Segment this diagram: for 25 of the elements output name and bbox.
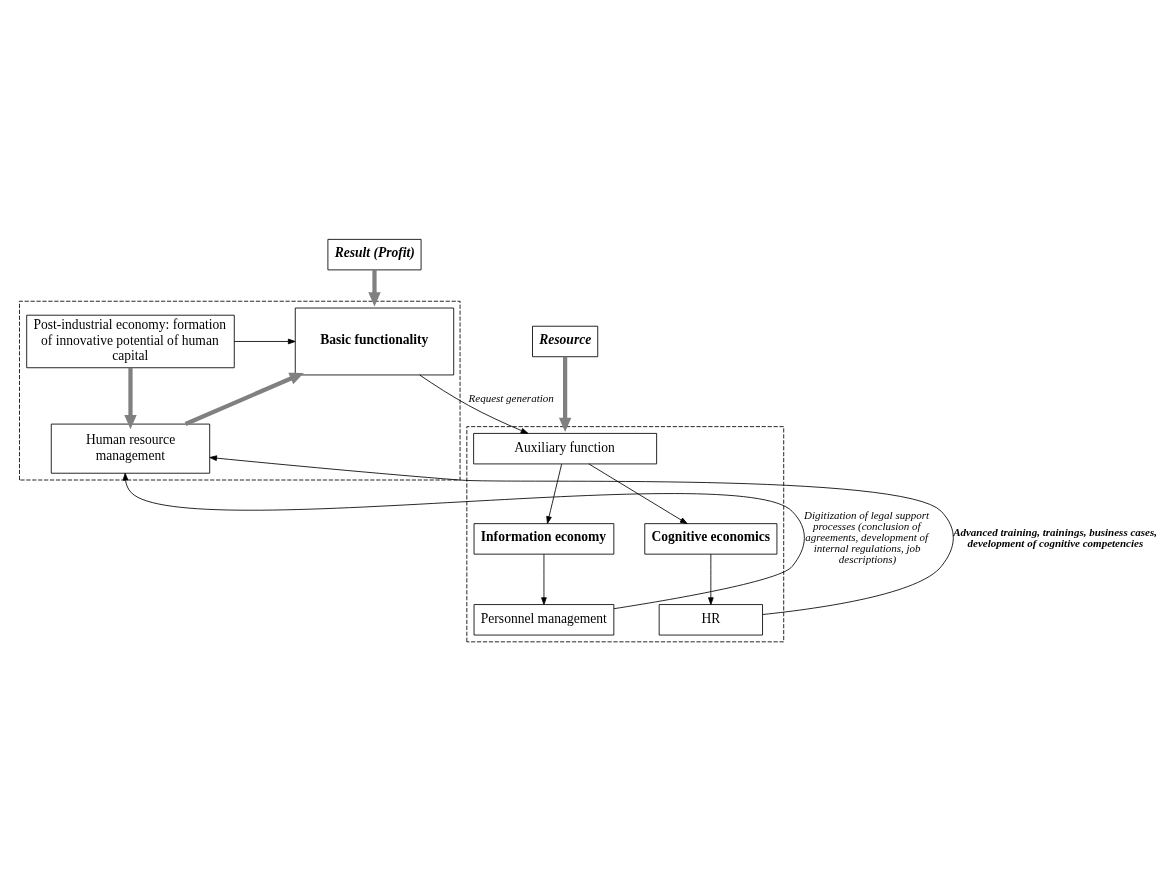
node-box: Basic functionality: [294, 307, 455, 375]
arrow: [368, 269, 381, 307]
arrow: [546, 463, 563, 524]
edge-label: Advanced training, trainings, business cases, development of cognitive competencies: [953, 525, 1158, 549]
arrow: [541, 553, 547, 605]
node-box: Resource: [532, 325, 599, 357]
arrow: [233, 338, 296, 344]
edge-label: Request generation: [468, 391, 554, 404]
arrow: [558, 356, 572, 432]
node-box: Human resource management: [50, 423, 211, 474]
arrow: [124, 367, 137, 429]
arrow: [184, 372, 304, 426]
arrow: [708, 553, 714, 605]
node-box: Personnel management: [473, 603, 615, 635]
arrow: [209, 454, 954, 615]
node-box: HR: [658, 603, 763, 635]
node-box: Result (Profit): [327, 238, 422, 270]
arrow: [588, 463, 688, 524]
node-box: Auxiliary function: [473, 432, 658, 464]
arrow: [122, 472, 805, 609]
node-box: Post-industrial economy: formation of innovative potential of human capital: [26, 314, 235, 368]
node-box: Cognitive economics: [644, 522, 778, 555]
edge-label: Digitization of legal support processes (conclusion of agreements, development of internal regulations, job descriptions): [804, 508, 930, 565]
node-box: Information economy: [473, 522, 615, 555]
arrow: [419, 374, 529, 434]
